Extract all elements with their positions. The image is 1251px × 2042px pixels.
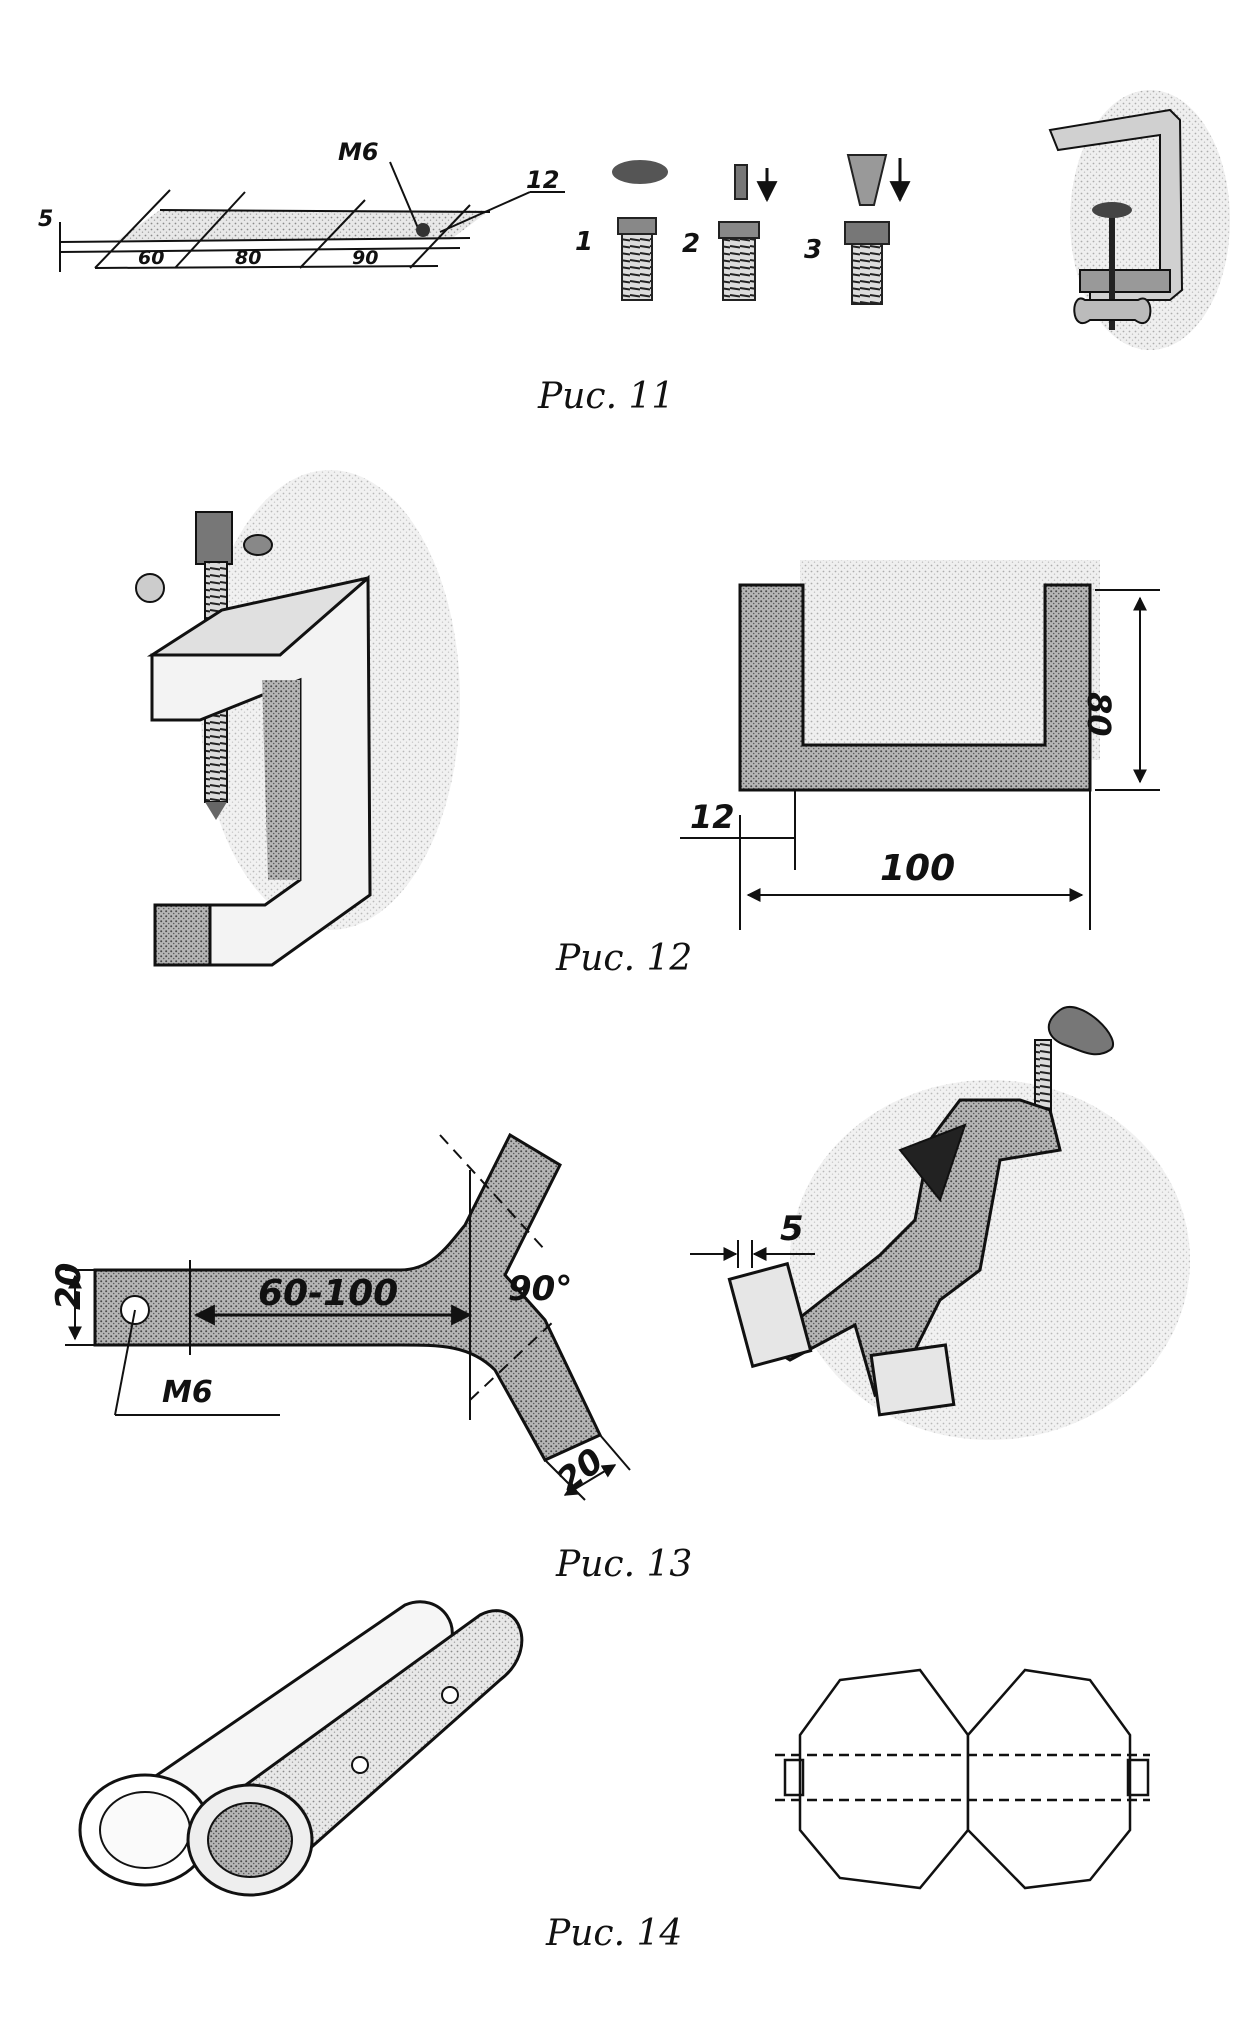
fig11-m6-hole — [416, 223, 430, 237]
fig13-dim-range: 60-100 — [258, 1273, 398, 1314]
fig12-caption: Рис. 12 — [555, 938, 692, 979]
fig12-dim-80: 80 — [1080, 692, 1118, 737]
fig13-dim-5: 5 — [780, 1209, 804, 1249]
fig13-dim-m6: М6 — [162, 1375, 213, 1410]
fig11-step-label-3: 3 — [804, 235, 822, 265]
fig14-caption: Рис. 14 — [545, 1913, 682, 1954]
fig13-caption: Рис. 13 — [555, 1544, 692, 1585]
fig12-clamp-drawing — [135, 470, 460, 967]
fig14-hex-nut-pair-drawing — [775, 1668, 1150, 1890]
fig12-u-bracket-drawing — [680, 560, 1160, 930]
fig11-strip-drawing — [59, 161, 565, 272]
fig11-dim-80: 80 — [235, 247, 261, 269]
fig11-c-clamp-drawing — [1048, 90, 1230, 350]
fig11-caption: Рис. 11 — [537, 376, 674, 417]
fig11-dim-m6: М6 — [338, 138, 379, 166]
fig12-dim-100: 100 — [880, 848, 955, 889]
fig11-dim-90: 90 — [352, 247, 378, 269]
fig11-dim-60: 60 — [138, 247, 164, 269]
fig11-dim-5: 5 — [38, 207, 53, 232]
fig11-screw-step-1 — [612, 160, 668, 301]
fig13-y-plate-drawing — [65, 1132, 631, 1501]
fig14-tube-pair-drawing — [78, 1600, 524, 1897]
fig11-screw-step-2 — [718, 164, 778, 301]
fig13-bent-clamp-drawing — [690, 1006, 1190, 1440]
fig13-dim-angle: 90° — [508, 1269, 572, 1309]
fig11-step-label-1: 1 — [575, 227, 593, 257]
fig11-step-label-2: 2 — [682, 229, 700, 259]
fig11-screw-step-3 — [844, 154, 911, 305]
fig11-dim-12: 12 — [526, 166, 559, 194]
fig12-dim-12: 12 — [690, 798, 735, 836]
fig13-dim-20a: 20 — [49, 1263, 89, 1310]
